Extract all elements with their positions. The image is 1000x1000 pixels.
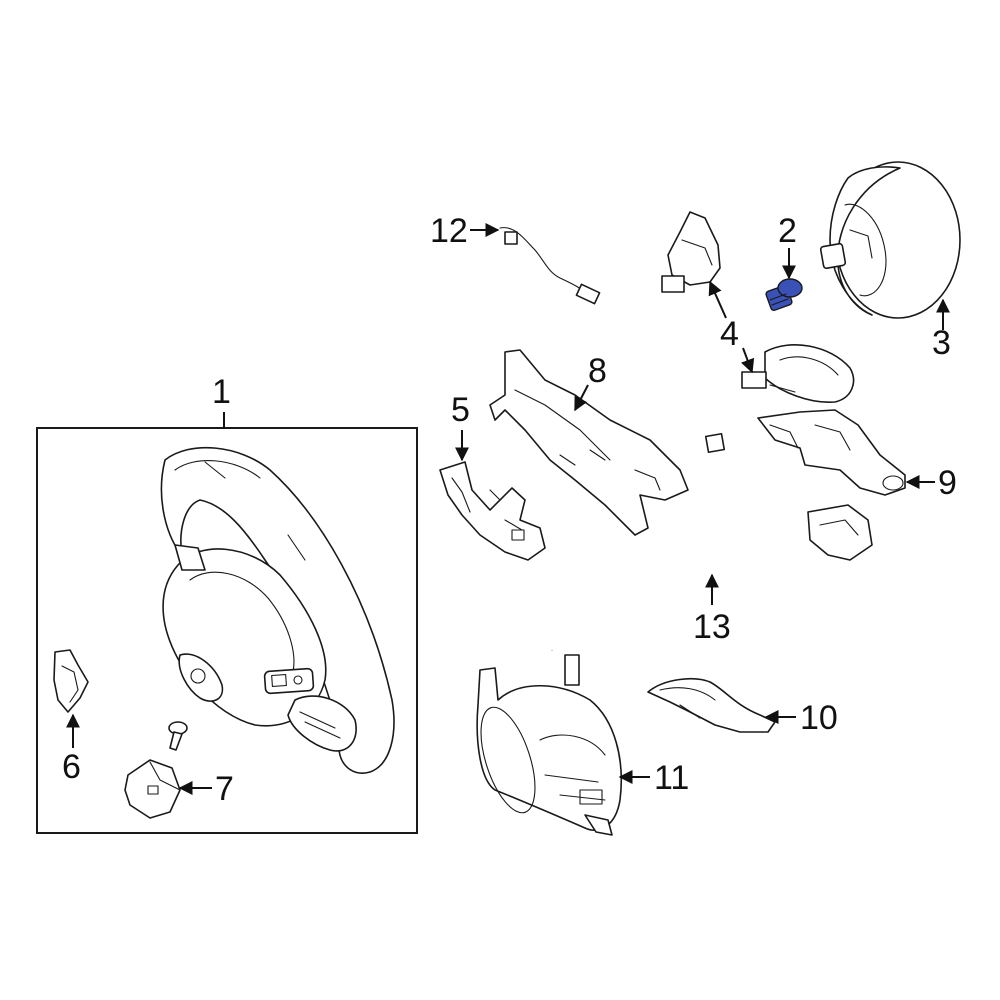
clip-6-drawing — [53, 649, 89, 713]
callout-6: 6 — [62, 748, 81, 786]
leader-4a — [708, 280, 727, 319]
assembly-box — [36, 427, 418, 834]
harness-13-drawing — [542, 432, 873, 686]
callout-2: 2 — [778, 212, 797, 250]
screw-drawing — [168, 721, 188, 751]
callout-13: 13 — [693, 608, 731, 646]
harness-12-drawing — [499, 227, 601, 305]
leader-8 — [574, 384, 589, 412]
trim-9-drawing — [757, 409, 906, 496]
callout-4: 4 — [720, 315, 739, 353]
bracket-5-drawing — [439, 461, 546, 561]
leader-4b — [741, 347, 755, 374]
bracket-7-drawing — [124, 759, 181, 819]
steering-wheel-drawing — [160, 446, 395, 774]
callout-9: 9 — [938, 464, 957, 502]
callout-5: 5 — [451, 391, 470, 429]
airbag-module-3-drawing — [819, 161, 961, 319]
screw-2-highlighted — [765, 278, 803, 312]
column-cover-11-drawing — [476, 667, 623, 836]
callout-12: 12 — [430, 212, 468, 250]
callout-11: 11 — [654, 759, 689, 797]
callout-1: 1 — [212, 373, 231, 411]
switch-4-lower-drawing — [741, 344, 855, 403]
callout-8: 8 — [588, 352, 607, 390]
callout-3: 3 — [932, 324, 951, 362]
switch-4-upper-drawing — [661, 211, 721, 293]
cover-10-drawing — [647, 678, 776, 733]
callout-7: 7 — [215, 770, 234, 808]
callout-10: 10 — [800, 699, 838, 737]
